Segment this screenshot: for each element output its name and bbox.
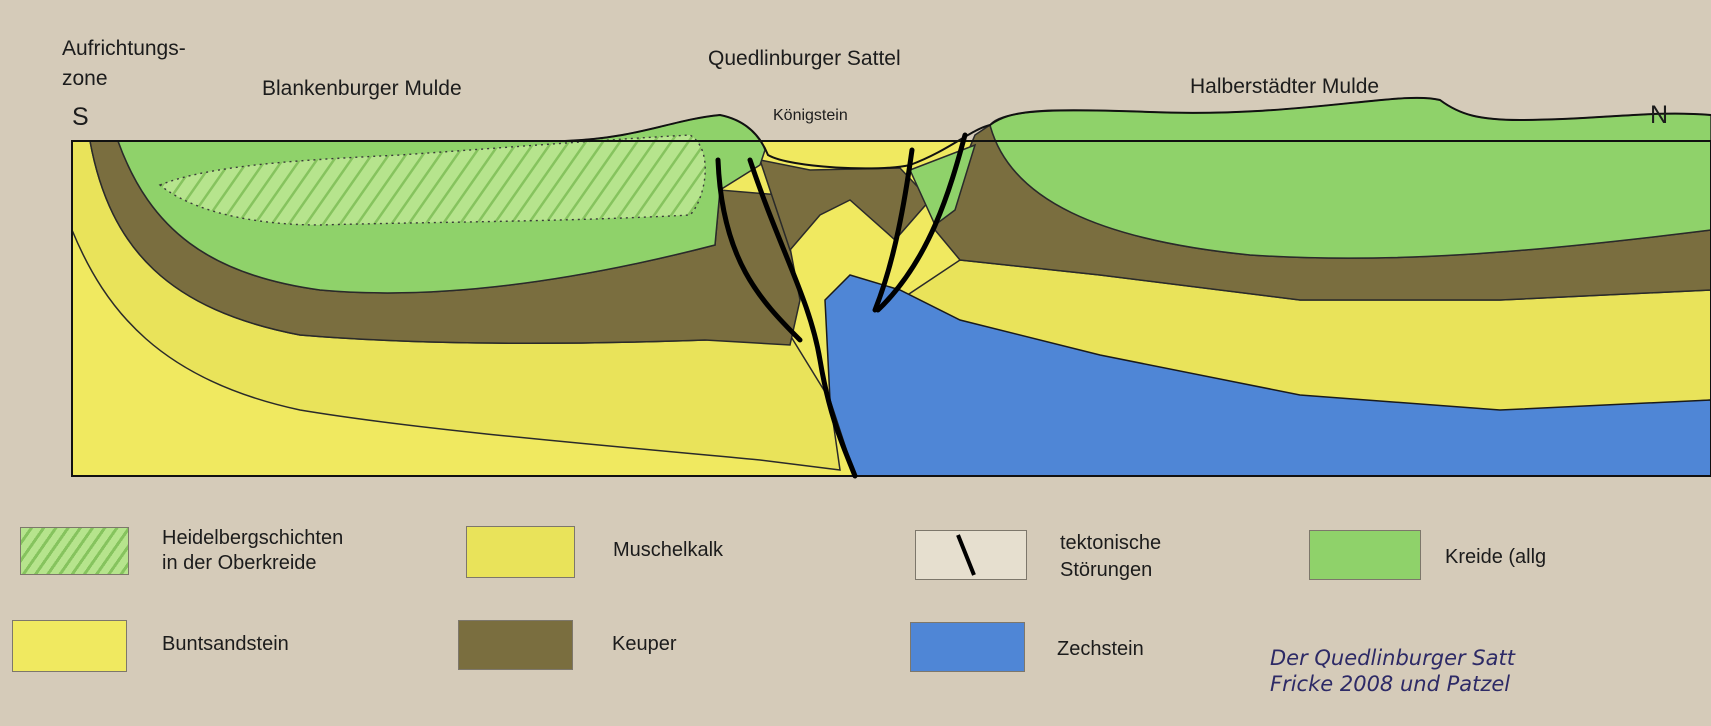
legend-label-zechstein: Zechstein xyxy=(1057,637,1144,661)
legend-label-heidelberg: Heidelbergschichten in der Oberkreide xyxy=(162,526,343,576)
legend-swatch-keuper xyxy=(458,620,573,670)
aufrichtungszone-line1: Aufrichtungs- xyxy=(62,36,186,62)
legend-swatch-zechstein xyxy=(910,622,1025,672)
legend-label-muschelkalk: Muschelkalk xyxy=(613,538,723,562)
south-label: S xyxy=(72,102,89,133)
legend-swatch-stoerungen xyxy=(915,530,1027,580)
legend-swatch-heidelberg xyxy=(20,527,129,575)
blankenburger-mulde-label: Blankenburger Mulde xyxy=(262,76,462,102)
caption-line2: Fricke 2008 und Patzel xyxy=(1270,671,1515,697)
aufrichtungszone-line2: zone xyxy=(62,66,186,92)
quedlinburger-sattel-label: Quedlinburger Sattel xyxy=(708,46,901,72)
figure-caption: Der Quedlinburger Satt Fricke 2008 und P… xyxy=(1270,645,1515,697)
aufrichtungszone-label: Aufrichtungs- zone xyxy=(62,36,186,91)
north-label: N xyxy=(1650,100,1668,131)
legend-swatch-kreide xyxy=(1309,530,1421,580)
legend-label-keuper: Keuper xyxy=(612,632,677,656)
legend-stoerungen-line2: Störungen xyxy=(1060,557,1161,584)
koenigstein-label: Königstein xyxy=(773,106,848,126)
legend-label-kreide: Kreide (allg xyxy=(1445,545,1546,569)
caption-line1: Der Quedlinburger Satt xyxy=(1270,645,1515,671)
fault-symbol-icon xyxy=(916,531,1026,579)
legend-swatch-muschelkalk xyxy=(466,526,575,578)
legend-label-buntsandstein: Buntsandstein xyxy=(162,632,289,656)
legend-label-stoerungen: tektonische Störungen xyxy=(1060,530,1161,584)
legend-heidelberg-line2: in der Oberkreide xyxy=(162,551,343,576)
legend-stoerungen-line1: tektonische xyxy=(1060,530,1161,557)
legend-swatch-buntsandstein xyxy=(12,620,127,672)
legend-heidelberg-line1: Heidelbergschichten xyxy=(162,526,343,551)
halberstaedter-mulde-label: Halberstädter Mulde xyxy=(1190,74,1379,100)
